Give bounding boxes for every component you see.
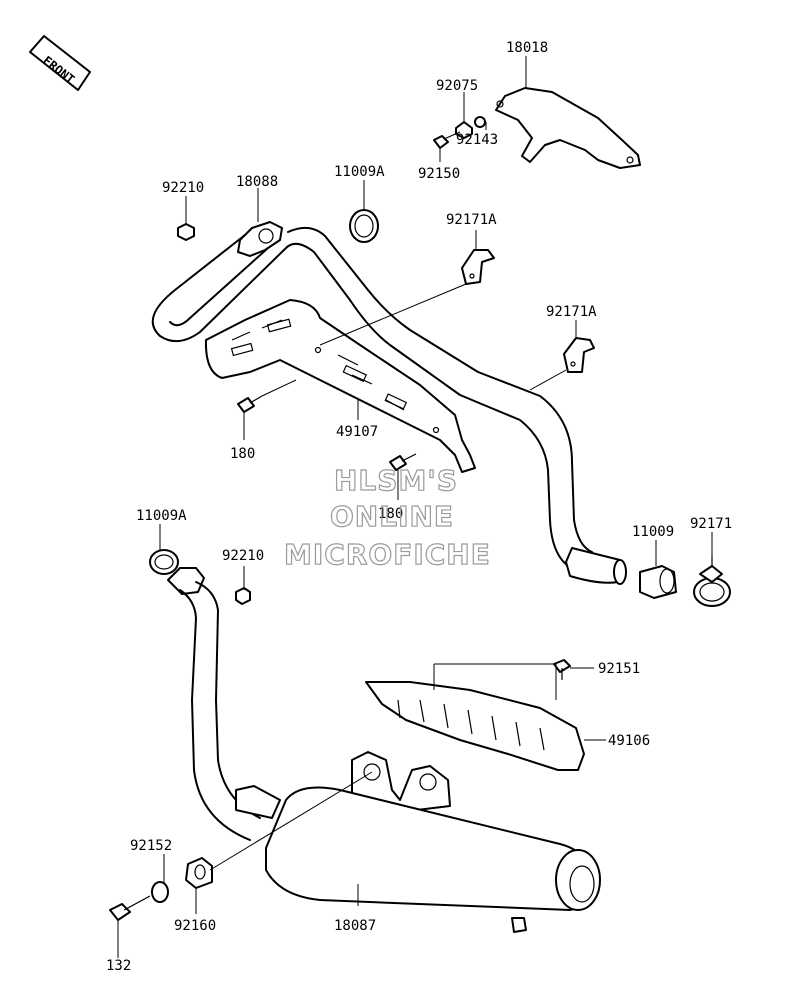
nut-92210-lower [235,587,251,605]
bolt-92150 [433,131,461,149]
bolt-180-b [389,453,417,471]
watermark-line-2: ONLINE [330,500,454,533]
bracket-18018 [495,87,641,169]
label-92210-lower: 92210 [222,548,264,564]
bolt-92151 [553,659,571,680]
label-92160: 92160 [174,918,216,934]
gasket-11009A-lower [149,549,179,575]
exhaust-pipe-upper [151,226,627,585]
label-18018: 18018 [506,40,548,56]
front-arrow-icon: FRONT [29,35,91,91]
clamp-92171 [693,556,731,607]
bolt-132 [109,895,151,921]
label-49106: 49106 [608,733,650,749]
leader-lines [117,56,713,958]
gasket-11009A-upper [349,209,379,243]
sleeve-11009 [639,565,677,599]
label-132: 132 [106,958,131,974]
label-49107: 49107 [336,424,378,440]
label-92171A-b: 92171A [546,304,597,320]
watermark-line-1: HLSM'S [334,464,458,497]
header-pipe-18088 [237,221,283,257]
label-92150: 92150 [418,166,460,182]
head-pipe-lower [167,567,281,841]
label-180-a: 180 [230,446,255,462]
label-92152: 92152 [130,838,172,854]
bracket-92171A-a [461,249,495,285]
label-180-b: 180 [378,506,403,522]
muffler-18087 [265,751,601,933]
bolt-180-a [237,395,263,413]
label-18088: 18088 [236,174,278,190]
watermark-line-3: MICROFICHE [284,538,491,571]
washer-92143 [474,116,486,128]
label-92210-upper: 92210 [162,180,204,196]
label-92171A-a: 92171A [446,212,497,228]
label-11009A-upper: 11009A [334,164,385,180]
label-92171: 92171 [690,516,732,532]
grommet-92160 [185,857,213,889]
label-11009A-lower: 11009A [136,508,187,524]
heat-shield-49107 [204,299,476,473]
heat-shield-49106 [365,681,585,771]
label-11009: 11009 [632,524,674,540]
bracket-92171A-b [563,337,595,373]
nut-92210-upper [177,223,195,241]
label-92151: 92151 [598,661,640,677]
label-92075: 92075 [436,78,478,94]
washer-92152 [151,881,169,903]
label-92143: 92143 [456,132,498,148]
label-18087: 18087 [334,918,376,934]
watermark: HLSM'S ONLINE MICROFICHE [283,463,491,571]
